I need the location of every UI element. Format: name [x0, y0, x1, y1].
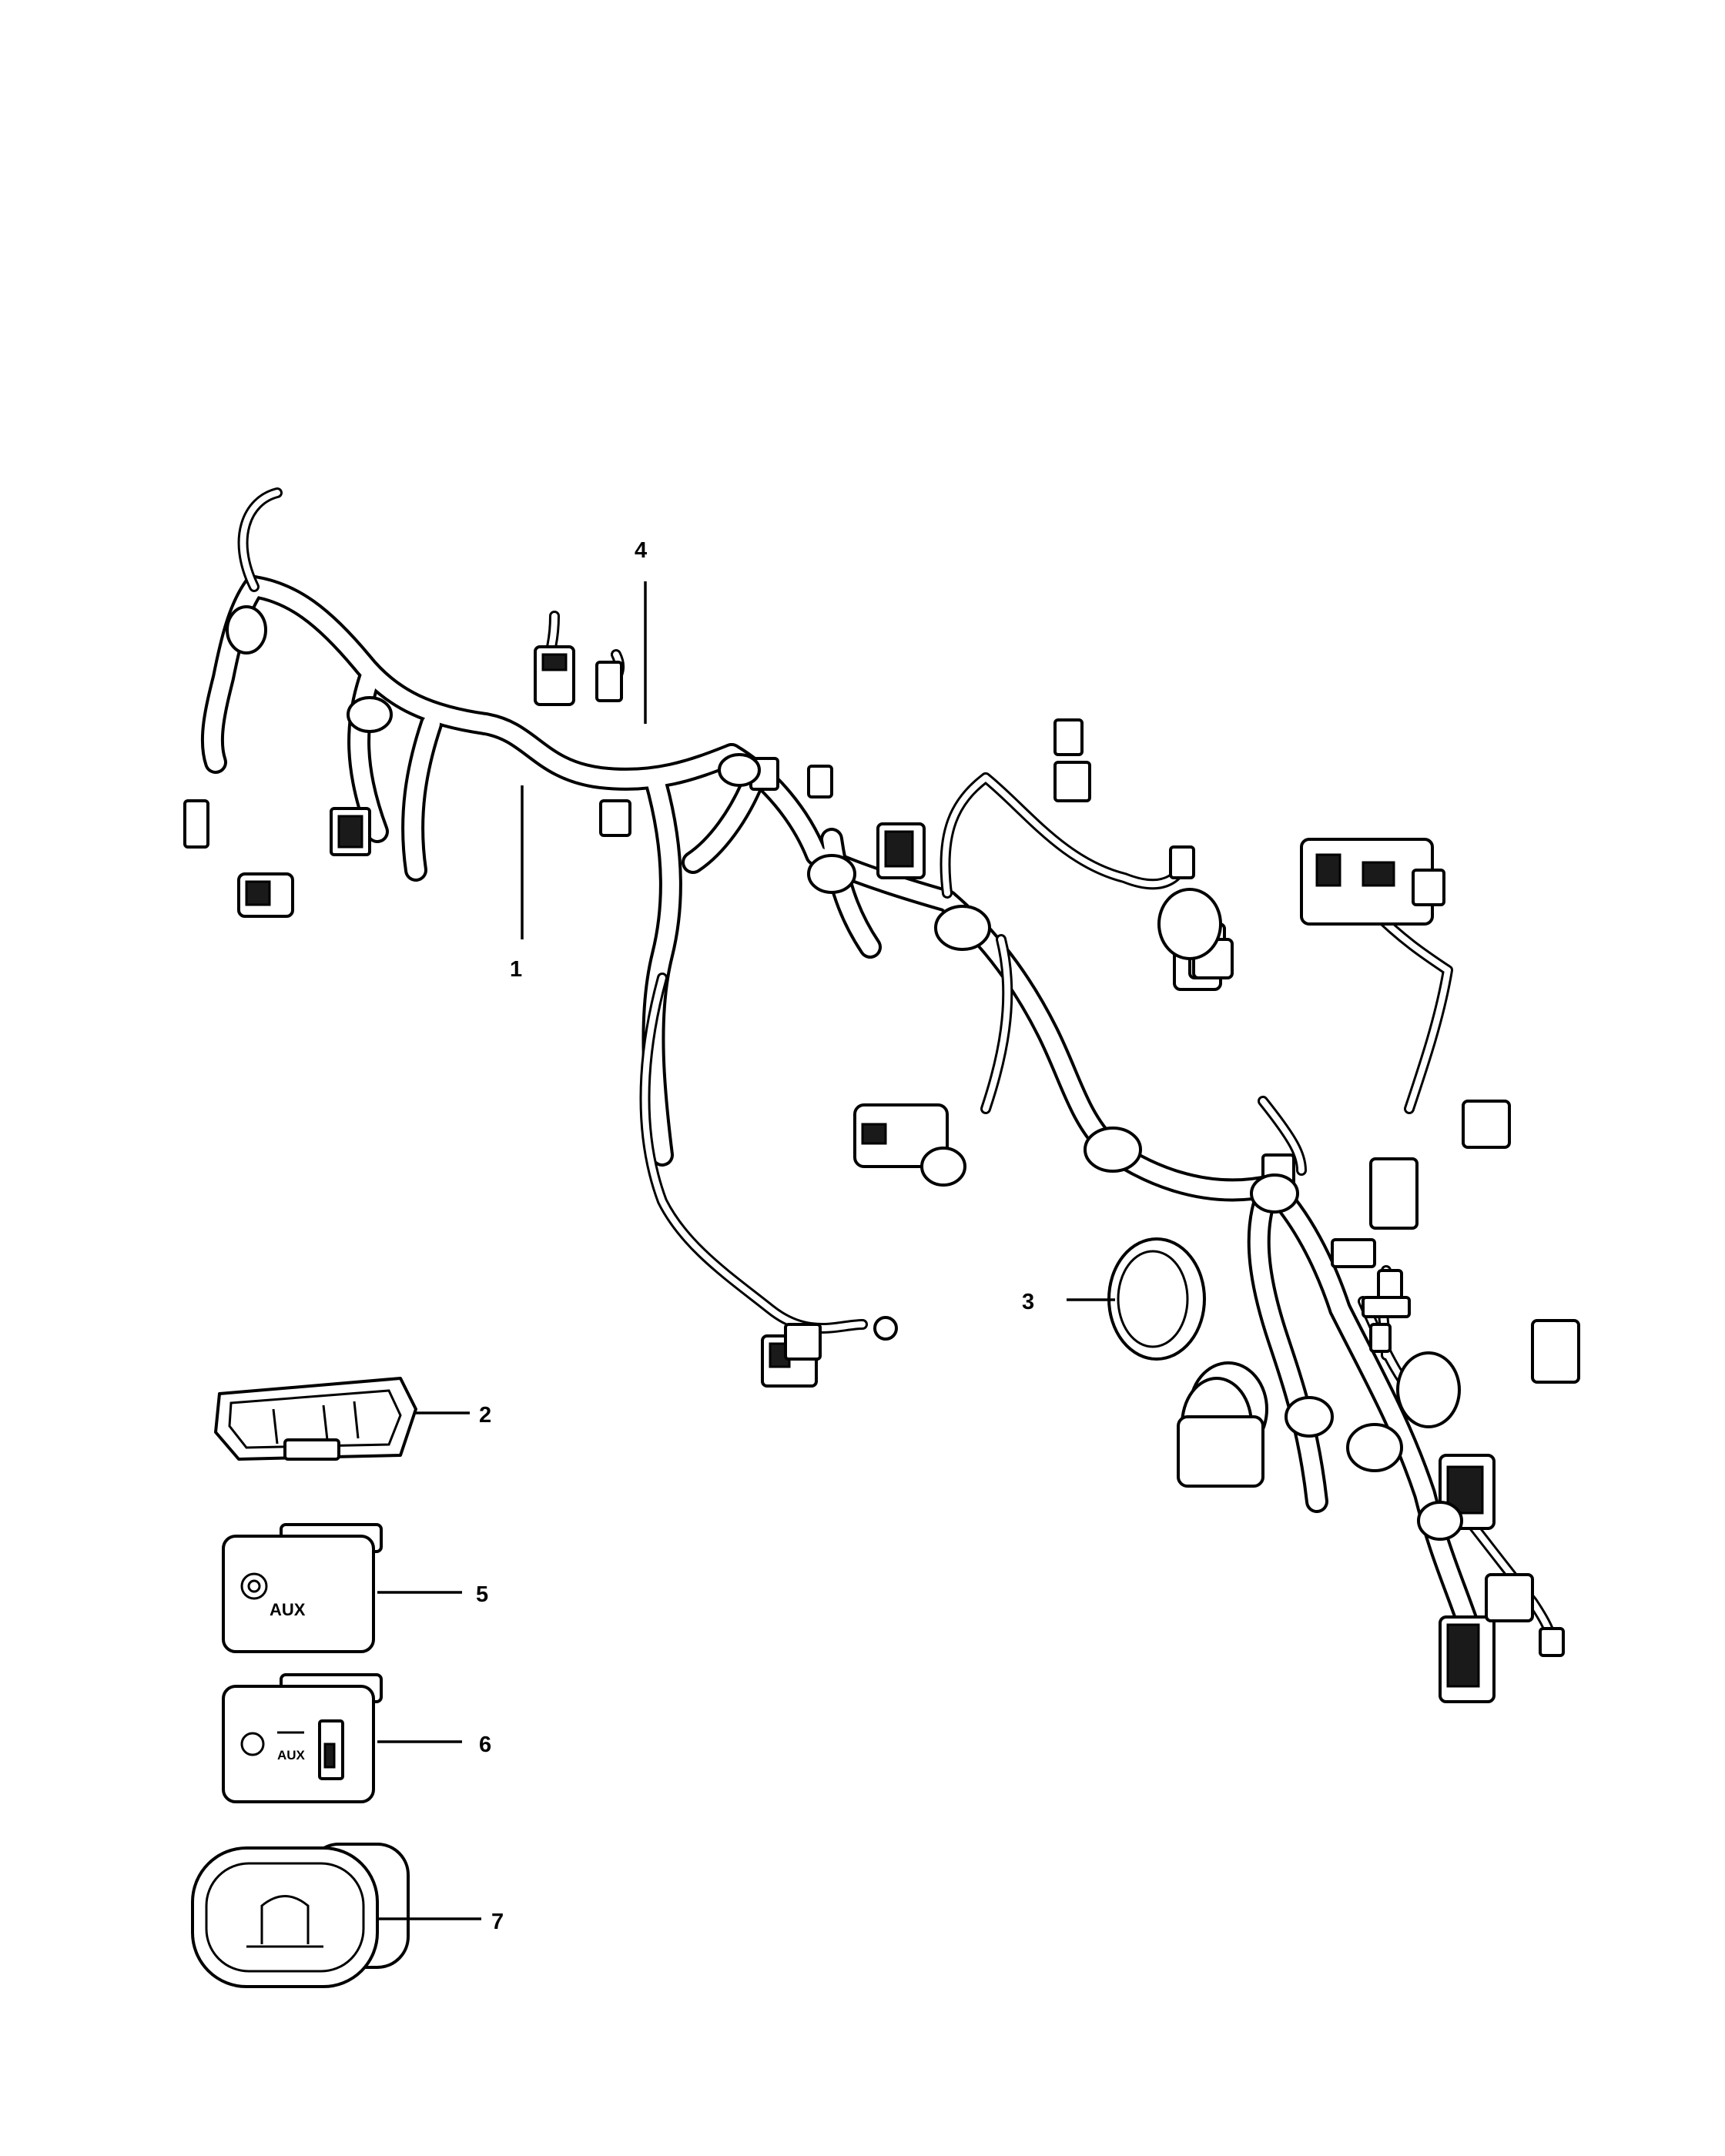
harness-round-components	[1157, 888, 1461, 1488]
aux-label: AUX	[270, 1600, 306, 1619]
wiring-harness-icon	[183, 487, 1580, 1703]
usb-aux-port-icon: AUX	[222, 1673, 383, 1803]
callout-6: 6	[479, 1732, 491, 1757]
callout-4: 4	[635, 538, 647, 563]
liftgate-switch-icon	[191, 1843, 410, 1988]
aux-jack-icon: AUX	[222, 1523, 383, 1653]
callout-3: 3	[1022, 1290, 1034, 1314]
grommet-icon	[1107, 1237, 1206, 1361]
callout-5: 5	[476, 1582, 488, 1607]
ground-eyelet-icon	[873, 1316, 898, 1341]
aux-usb-label: AUX	[277, 1748, 306, 1763]
bezel-icon	[214, 1377, 417, 1461]
callout-2: 2	[479, 1403, 491, 1428]
callout-7: 7	[491, 1910, 504, 1934]
harness-clips	[226, 605, 1463, 1541]
harness-connectors	[183, 645, 1580, 1703]
callout-leaders	[377, 581, 1115, 1920]
callout-1: 1	[510, 957, 522, 982]
